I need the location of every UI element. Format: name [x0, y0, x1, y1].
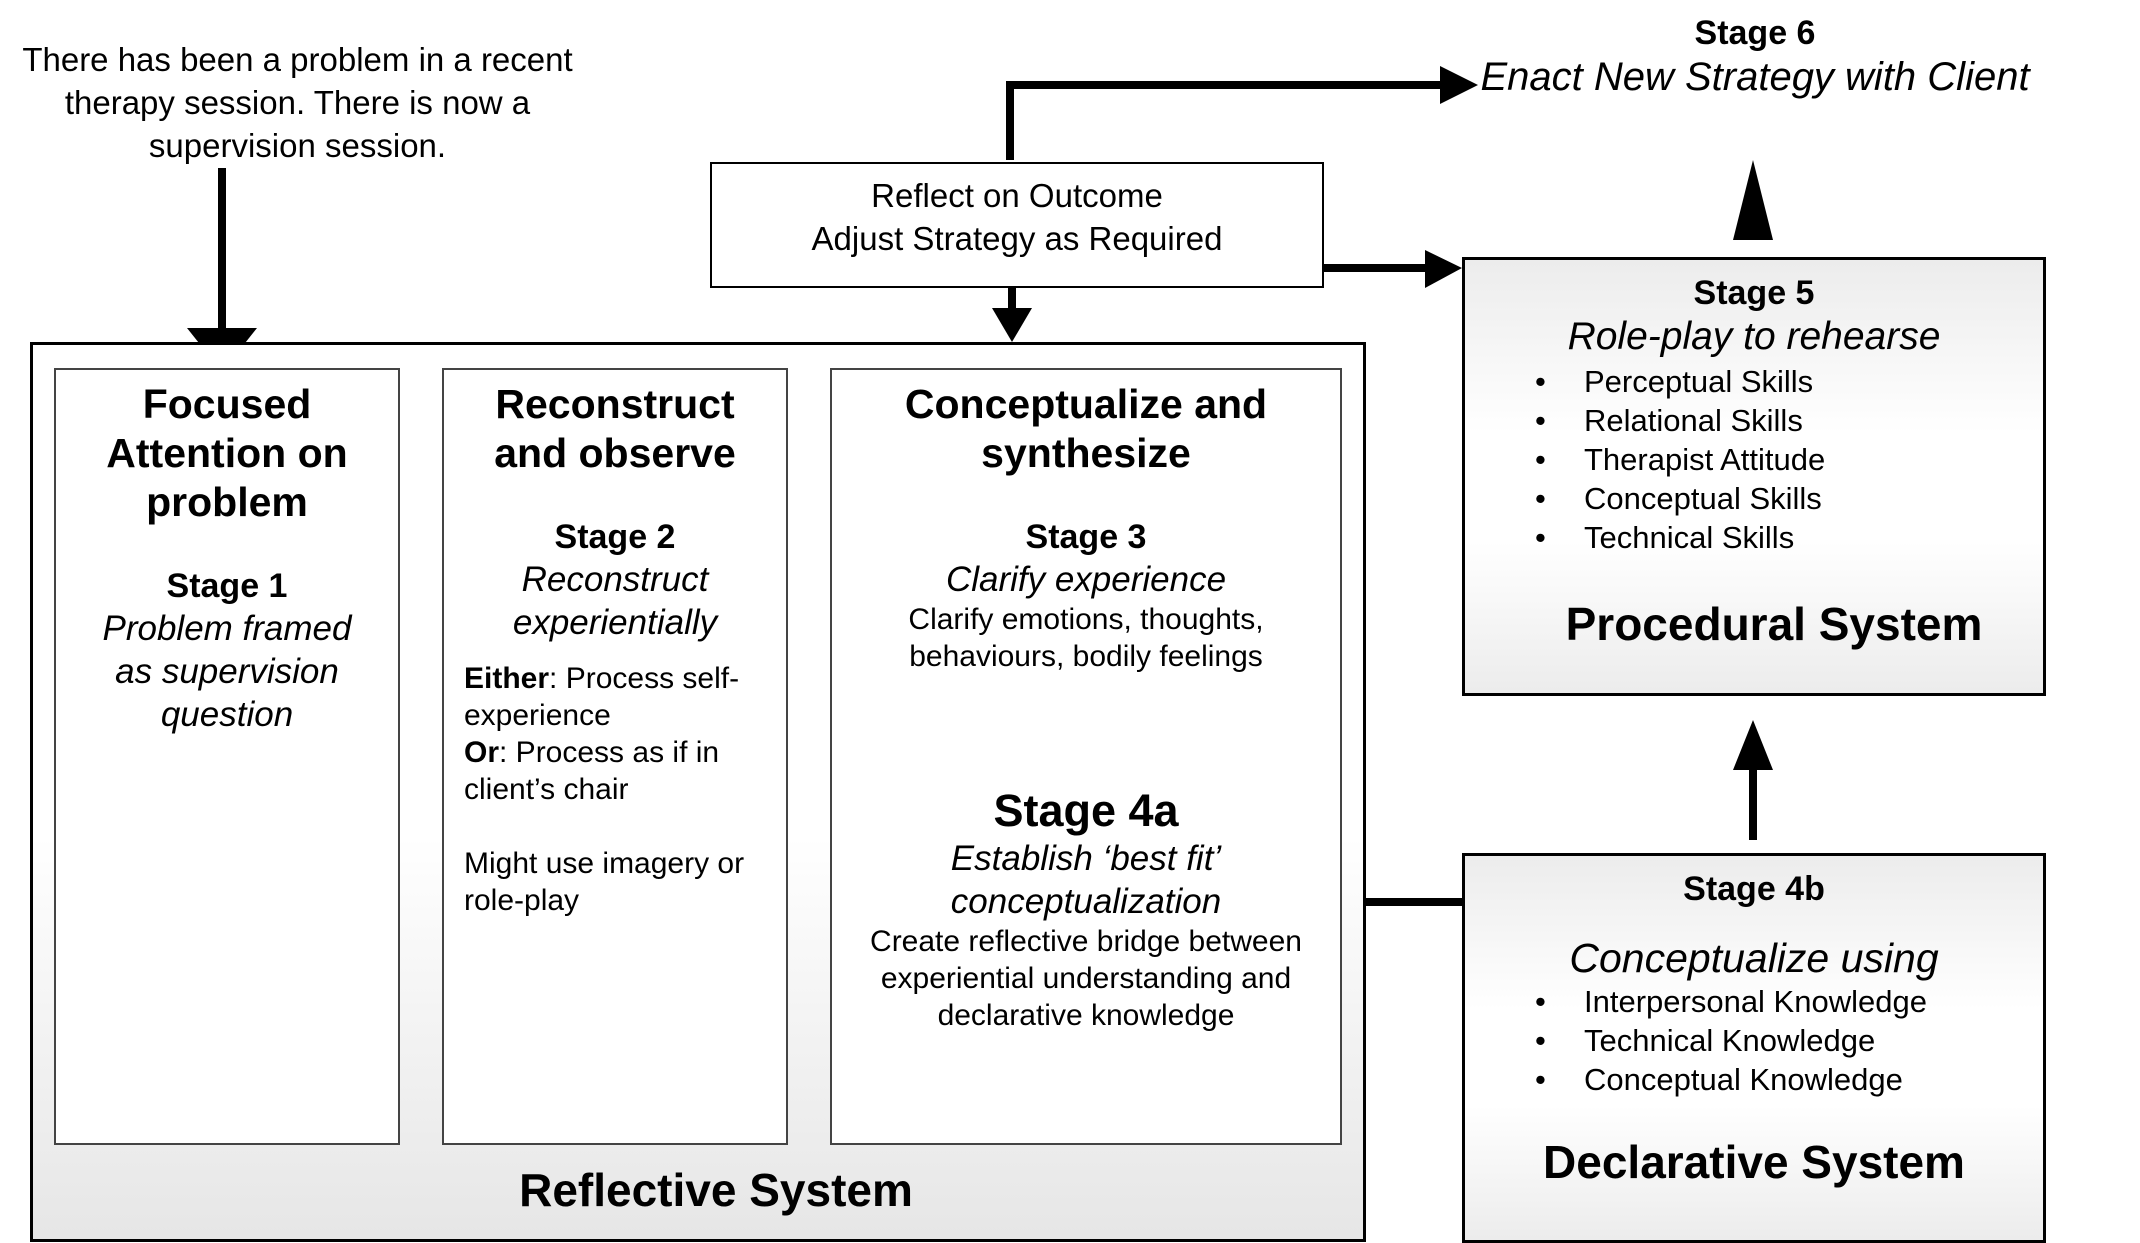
- list-item: Therapist Attitude: [1535, 440, 2043, 479]
- or-text: : Process as if in client’s chair: [464, 736, 720, 806]
- stage3-body: Clarify emotions, thoughts, behaviours, …: [908, 603, 1264, 673]
- stage3-label: Stage 3: [1025, 518, 1147, 556]
- or-label: Or: [464, 736, 500, 769]
- stage1-desc: Problem framed as supervision question: [102, 609, 352, 734]
- stage4b-label: Stage 4b: [1683, 870, 1825, 908]
- stage5-skill-list: Perceptual Skills Relational Skills Ther…: [1535, 362, 2043, 557]
- stage4a-body: Create reflective bridge between experie…: [870, 925, 1302, 1032]
- either-text: : Process self-experience: [464, 662, 740, 732]
- list-item: Conceptual Knowledge: [1535, 1060, 2043, 1099]
- column-conceptualize: Conceptualize and synthesize Stage 3 Cla…: [830, 368, 1342, 1145]
- stage5-label: Stage 5: [1693, 274, 1815, 312]
- reflect-box: Reflect on Outcome Adjust Strategy as Re…: [710, 162, 1324, 288]
- col1-heading: Focused Attention on problem: [106, 381, 348, 525]
- either-label: Either: [464, 662, 550, 695]
- procedural-system-label: Procedural System: [1565, 598, 1983, 650]
- col2-heading: Reconstruct and observe: [494, 381, 736, 476]
- stage4a-desc: Establish ‘best fit’ conceptualization: [950, 839, 1222, 921]
- list-item: Technical Skills: [1535, 518, 2043, 557]
- stage6-label: Stage 6: [1694, 14, 1816, 52]
- column-reconstruct: Reconstruct and observe Stage 2 Reconstr…: [442, 368, 788, 1145]
- stage2-either: Either: Process self-experience: [444, 660, 786, 734]
- declarative-system-label: Declarative System: [1543, 1136, 1965, 1188]
- intro-text: There has been a problem in a recent the…: [22, 41, 573, 164]
- list-item: Relational Skills: [1535, 401, 2043, 440]
- list-item: Technical Knowledge: [1535, 1021, 2043, 1060]
- stage2-note: Might use imagery or role-play: [464, 847, 745, 917]
- reflective-system-label: Reflective System: [519, 1164, 913, 1216]
- stage6-title: Enact New Strategy with Client: [1480, 55, 2030, 99]
- reflect-line1: Reflect on Outcome: [871, 177, 1163, 214]
- stage6: Stage 6 Enact New Strategy with Client: [1480, 12, 2030, 100]
- stage4b-knowledge-list: Interpersonal Knowledge Technical Knowle…: [1535, 982, 2043, 1099]
- stage2-desc: Reconstruct experientially: [512, 560, 718, 642]
- list-item: Interpersonal Knowledge: [1535, 982, 2043, 1021]
- column-focused-attention: Focused Attention on problem Stage 1 Pro…: [54, 368, 400, 1145]
- stage2-or: Or: Process as if in client’s chair: [444, 734, 786, 808]
- declarative-system-box: Stage 4b Conceptualize using Interperson…: [1462, 853, 2046, 1243]
- stage4a-label: Stage 4a: [993, 785, 1179, 836]
- reflect-line2: Adjust Strategy as Required: [811, 220, 1223, 257]
- procedural-system-box: Stage 5 Role-play to rehearse Perceptual…: [1462, 257, 2046, 696]
- stage3-desc: Clarify experience: [945, 560, 1227, 599]
- col3-heading: Conceptualize and synthesize: [904, 381, 1268, 476]
- arrow-reflect-to-stage6: [1006, 81, 1440, 160]
- stage1-label: Stage 1: [166, 567, 288, 605]
- list-item: Conceptual Skills: [1535, 479, 2043, 518]
- stage4b-title: Conceptualize using: [1569, 935, 1939, 981]
- list-item: Perceptual Skills: [1535, 362, 2043, 401]
- stage5-title: Role-play to rehearse: [1567, 315, 1941, 358]
- stage2-label: Stage 2: [554, 518, 676, 556]
